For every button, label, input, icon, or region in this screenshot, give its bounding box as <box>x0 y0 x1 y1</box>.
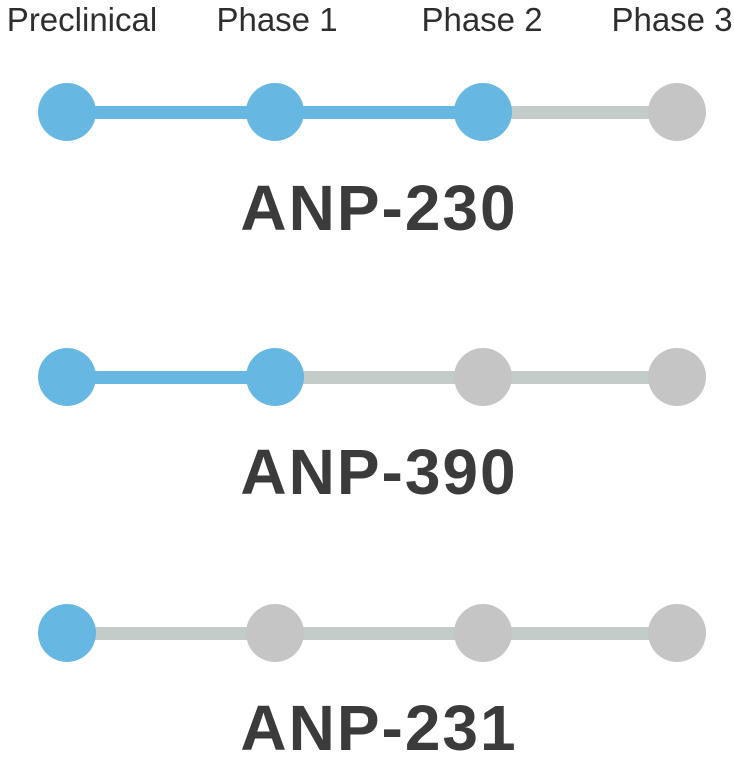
stage-dot-preclinical-anp-231 <box>38 604 96 662</box>
phase-header-phase-3: Phase 3 <box>611 1 733 38</box>
connector-line-active <box>67 370 275 384</box>
stage-dot-phase-2-anp-230 <box>454 83 512 141</box>
stage-dot-phase-3-anp-230 <box>648 83 706 141</box>
phase-header-phase-2: Phase 2 <box>421 1 543 38</box>
stage-dot-phase-3-anp-231 <box>648 604 706 662</box>
stage-dot-phase-2-anp-231 <box>454 604 512 662</box>
stage-dot-phase-1-anp-390 <box>246 348 304 406</box>
phase-header-preclinical: Preclinical <box>6 1 158 38</box>
stage-dot-phase-1-anp-230 <box>246 83 304 141</box>
phase-header-phase-1: Phase 1 <box>216 1 338 38</box>
connector-line-inactive <box>67 626 677 640</box>
stage-dot-phase-1-anp-231 <box>246 604 304 662</box>
program-name-label: ANP-231 <box>240 692 518 764</box>
stage-dot-phase-2-anp-390 <box>454 348 512 406</box>
program-name-label: ANP-230 <box>240 172 518 244</box>
stage-dot-preclinical-anp-230 <box>38 83 96 141</box>
program-name-label: ANP-390 <box>240 436 518 508</box>
stage-dot-preclinical-anp-390 <box>38 348 96 406</box>
stage-dot-phase-3-anp-390 <box>648 348 706 406</box>
